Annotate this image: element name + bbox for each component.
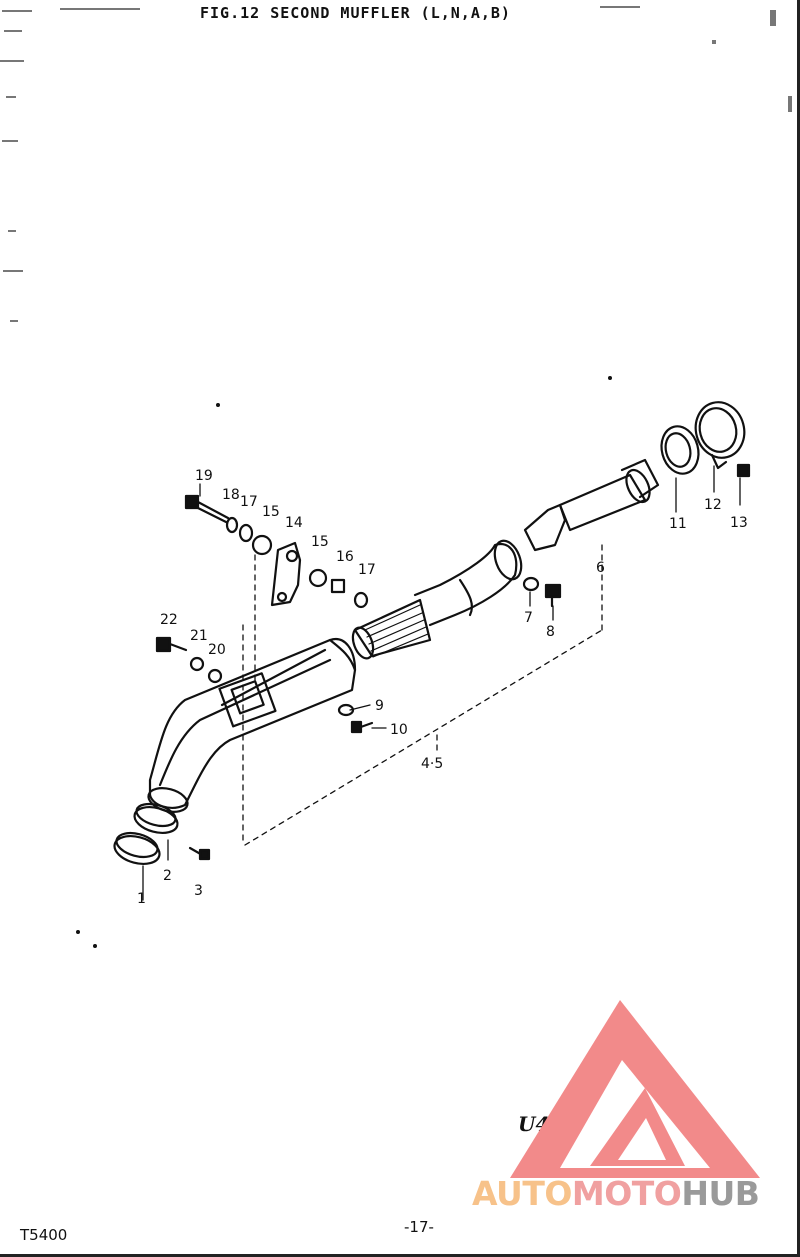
- part-10-bolt: [350, 720, 374, 734]
- callout-3: 3: [194, 883, 203, 899]
- part-6-tail-pipe: [523, 458, 660, 552]
- part-14-bracket: [270, 541, 302, 607]
- part-22-bolt: [155, 636, 188, 653]
- callout-15-right: 15: [311, 534, 329, 550]
- callout-2: 2: [163, 868, 172, 884]
- callout-18: 18: [222, 487, 240, 503]
- part-12-clamp: [694, 401, 746, 470]
- callout-11: 11: [669, 516, 687, 532]
- right-border: [797, 0, 800, 1257]
- part-16-collar: [330, 578, 346, 594]
- part-20-washer: [207, 668, 223, 684]
- callout-13: 13: [730, 515, 748, 531]
- part-15-grommet-left: [251, 534, 273, 556]
- part-18-washer: [225, 516, 239, 534]
- leader-lines: [242, 539, 603, 846]
- callout-1: 1: [137, 891, 146, 907]
- callout-10: 10: [390, 722, 408, 738]
- callout-22: 22: [160, 612, 178, 628]
- part-3-bolt: [188, 846, 211, 861]
- part-7-washer: [522, 576, 540, 592]
- part-1-gasket-ring: [113, 831, 161, 865]
- callout-8: 8: [546, 624, 555, 640]
- callout-14: 14: [285, 515, 303, 531]
- callout-12: 12: [704, 497, 722, 513]
- callout-15-left: 15: [262, 504, 280, 520]
- callout-9: 9: [375, 698, 384, 714]
- callout-20: 20: [208, 642, 226, 658]
- part-19-bolt: [184, 494, 230, 524]
- part-17-washer-left: [238, 523, 254, 543]
- callout-17-right: 17: [358, 562, 376, 578]
- part-silencer-tube: [351, 539, 523, 660]
- part-21-washer: [189, 656, 205, 672]
- callout-21: 21: [190, 628, 208, 644]
- part-11-ring: [660, 425, 700, 475]
- part-17-washer-right: [353, 591, 369, 609]
- part-9-washer: [337, 703, 355, 717]
- callout-7: 7: [524, 610, 533, 626]
- manual-code: T5400: [20, 1226, 68, 1244]
- bottom-border: [0, 1254, 800, 1257]
- part-13-bolt: [736, 463, 751, 478]
- callout-4-5: 4·5: [421, 756, 443, 772]
- part-15-grommet-right: [308, 568, 328, 588]
- automotohub-logo: [510, 1000, 760, 1178]
- callout-19: 19: [195, 468, 213, 484]
- callout-17-left: 17: [240, 494, 258, 510]
- page-number: -17-: [404, 1218, 434, 1236]
- callout-6: 6: [596, 560, 605, 576]
- watermark-text: AUTOMOTOHUB: [472, 1174, 760, 1213]
- part-4-5-muffler-body: [147, 637, 357, 813]
- part-8-bolt: [544, 583, 562, 608]
- figure-title: FIG.12 SECOND MUFFLER (L,N,A,B): [200, 4, 511, 22]
- callout-16: 16: [336, 549, 354, 565]
